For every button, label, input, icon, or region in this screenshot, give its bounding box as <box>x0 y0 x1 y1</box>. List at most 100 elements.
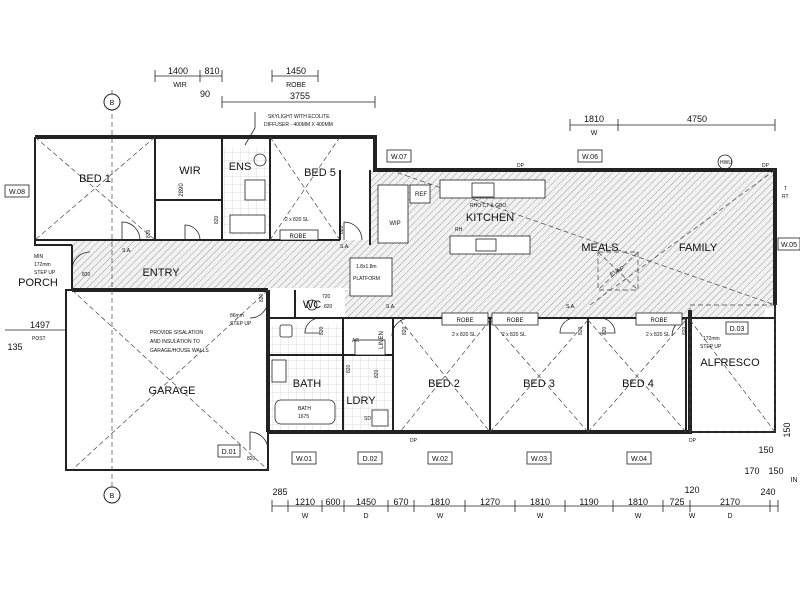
dim-bottom-240: 240 <box>760 487 775 497</box>
dim-top-1810: 1810 <box>584 114 604 124</box>
dim-top-4750: 4750 <box>687 114 707 124</box>
left-dimensions: 1497 135 <box>5 320 66 352</box>
label-robe-bed5: ROBE <box>289 234 306 240</box>
dim-bottom-code-4: W <box>537 513 544 520</box>
dim-top-wir: WIR <box>173 82 187 89</box>
door-820-wir: 820 <box>214 215 220 224</box>
room-wir: WIR <box>179 165 200 177</box>
tag-w04: W.04 <box>631 456 647 463</box>
dim-left-135: 135 <box>7 342 22 352</box>
label-sl-bed2: 2 x 820 SL <box>452 332 476 338</box>
bottom-dimensions: 285 1210 600 1450 670 1810 1270 1810 119… <box>271 485 779 520</box>
label-wir-dim: 2890 <box>179 183 185 197</box>
room-bed4: BED 4 <box>622 378 654 390</box>
label-hwu: HWU <box>720 160 732 166</box>
label-porch-min: MIN <box>34 254 44 260</box>
tag-d01: D.01 <box>222 449 237 456</box>
dim-bottom-1450: 1450 <box>356 497 376 507</box>
dim-bottom-1270: 1270 <box>480 497 500 507</box>
entry-floor-hatch <box>72 240 372 288</box>
room-linen: LINEN <box>379 331 385 349</box>
dim-top-1400: 1400 <box>168 66 188 76</box>
robe-boxes <box>279 229 683 326</box>
hwu-symbol <box>717 154 733 170</box>
door-820-wc: 820 <box>324 304 333 310</box>
dim-right-150a: 150 <box>782 422 792 437</box>
room-bed3: BED 3 <box>523 378 555 390</box>
door-820-bed2: 820 <box>402 326 408 335</box>
dim-bottom-2170: 2170 <box>720 497 740 507</box>
label-sa-1: S.A. <box>122 248 131 254</box>
window-tags: W.07 W.06 W.08 W.05 W.01 D.02 W.02 W.03 … <box>4 149 800 465</box>
label-sl-bed5: 2 x 820 SL <box>285 217 309 223</box>
kitchen-fittings <box>377 179 546 255</box>
dim-bottom-code-7: D <box>727 513 732 520</box>
label-wc-720: 720 <box>322 294 331 300</box>
label-dp-top-1: DP <box>517 163 525 169</box>
label-robe-bed3: ROBE <box>506 318 523 324</box>
dim-bottom-code-3: D <box>363 513 368 520</box>
door-820-laundry: 820 <box>374 369 380 378</box>
hall-floor-hatch <box>345 290 765 318</box>
door-820-alfresco: 820 <box>682 326 688 335</box>
room-entry: ENTRY <box>142 267 180 279</box>
dim-bottom-1810-c: 1810 <box>628 497 648 507</box>
label-post: POST <box>32 336 46 342</box>
room-meals: MEALS <box>581 242 618 254</box>
dim-top-robe: ROBE <box>286 82 306 89</box>
dim-right-150c: 150 <box>768 466 783 476</box>
label-kitchen-fit: RHO CT & GBO <box>470 203 506 209</box>
room-bed1: BED 1 <box>79 173 111 185</box>
room-porch: PORCH <box>18 277 58 289</box>
dim-bottom-code-5: W <box>635 513 642 520</box>
label-sd: SD <box>364 416 371 422</box>
section-marker-top: B <box>103 93 121 111</box>
room-bed2: BED 2 <box>428 378 460 390</box>
label-bath-size: 1675 <box>298 414 309 420</box>
tag-w06: W.06 <box>582 154 598 161</box>
label-robe-bed2: ROBE <box>456 318 473 324</box>
dim-bottom-code-2: W <box>437 513 444 520</box>
section-marker-bottom: B <box>103 486 121 504</box>
door-820-ldry: 820 <box>346 364 352 373</box>
label-sa-2: S.A. <box>340 244 349 250</box>
marker-b-top: B <box>110 100 115 107</box>
garage-note-3: GARAGE/HOUSE WALLS <box>150 348 209 354</box>
room-garage: GARAGE <box>148 385 195 397</box>
tag-w01: W.01 <box>296 456 312 463</box>
dim-top-1450: 1450 <box>286 66 306 76</box>
room-ldry: LDRY <box>346 395 376 407</box>
door-820-bath: 820 <box>319 326 325 335</box>
room-bed5: BED 5 <box>304 167 336 179</box>
tag-w07: W.07 <box>391 154 407 161</box>
door-820-porch: 820 <box>82 272 91 278</box>
right-dimensions: 150 150 170 150 IN <box>744 422 797 484</box>
dim-bottom-code-1: W <box>302 513 309 520</box>
label-bath: BATH <box>298 406 311 412</box>
dim-right-150b: 150 <box>758 445 773 455</box>
label-sa-4: S.A. <box>566 304 575 310</box>
label-platform-size: 1.8x1.8m <box>356 264 377 270</box>
dim-bottom-1810-a: 1810 <box>430 497 450 507</box>
label-tap: T <box>784 186 787 192</box>
room-alfresco: ALFRESCO <box>700 357 760 369</box>
dim-bottom-1810-b: 1810 <box>530 497 550 507</box>
label-skylight: SKYLIGHT WITH ECOLITE <box>268 114 330 120</box>
tag-w08: W.08 <box>9 189 25 196</box>
dim-bottom-285: 285 <box>272 487 287 497</box>
label-rt: RT <box>782 194 789 200</box>
marker-b-bottom: B <box>110 493 115 500</box>
label-dp-bottom-2: DP <box>689 438 697 444</box>
label-diffuser: DIFFUSER - 400MM X 400MM <box>264 122 333 128</box>
skylight-leader <box>244 112 256 146</box>
label-stepup-alfresco: STEP UP <box>700 344 722 350</box>
label-sa-3: S.A. <box>386 304 395 310</box>
top-dimensions: 1400 810 WIR 90 1450 ROBE 3755 1810 W 47… <box>154 66 776 137</box>
room-ref: REF <box>415 192 427 198</box>
dim-top-90: 90 <box>200 89 210 99</box>
dim-top-3755: 3755 <box>290 91 310 101</box>
tag-w05: W.05 <box>781 242 797 249</box>
label-robe-bed4: ROBE <box>650 318 667 324</box>
label-stepup-86: 86mm <box>230 313 244 319</box>
